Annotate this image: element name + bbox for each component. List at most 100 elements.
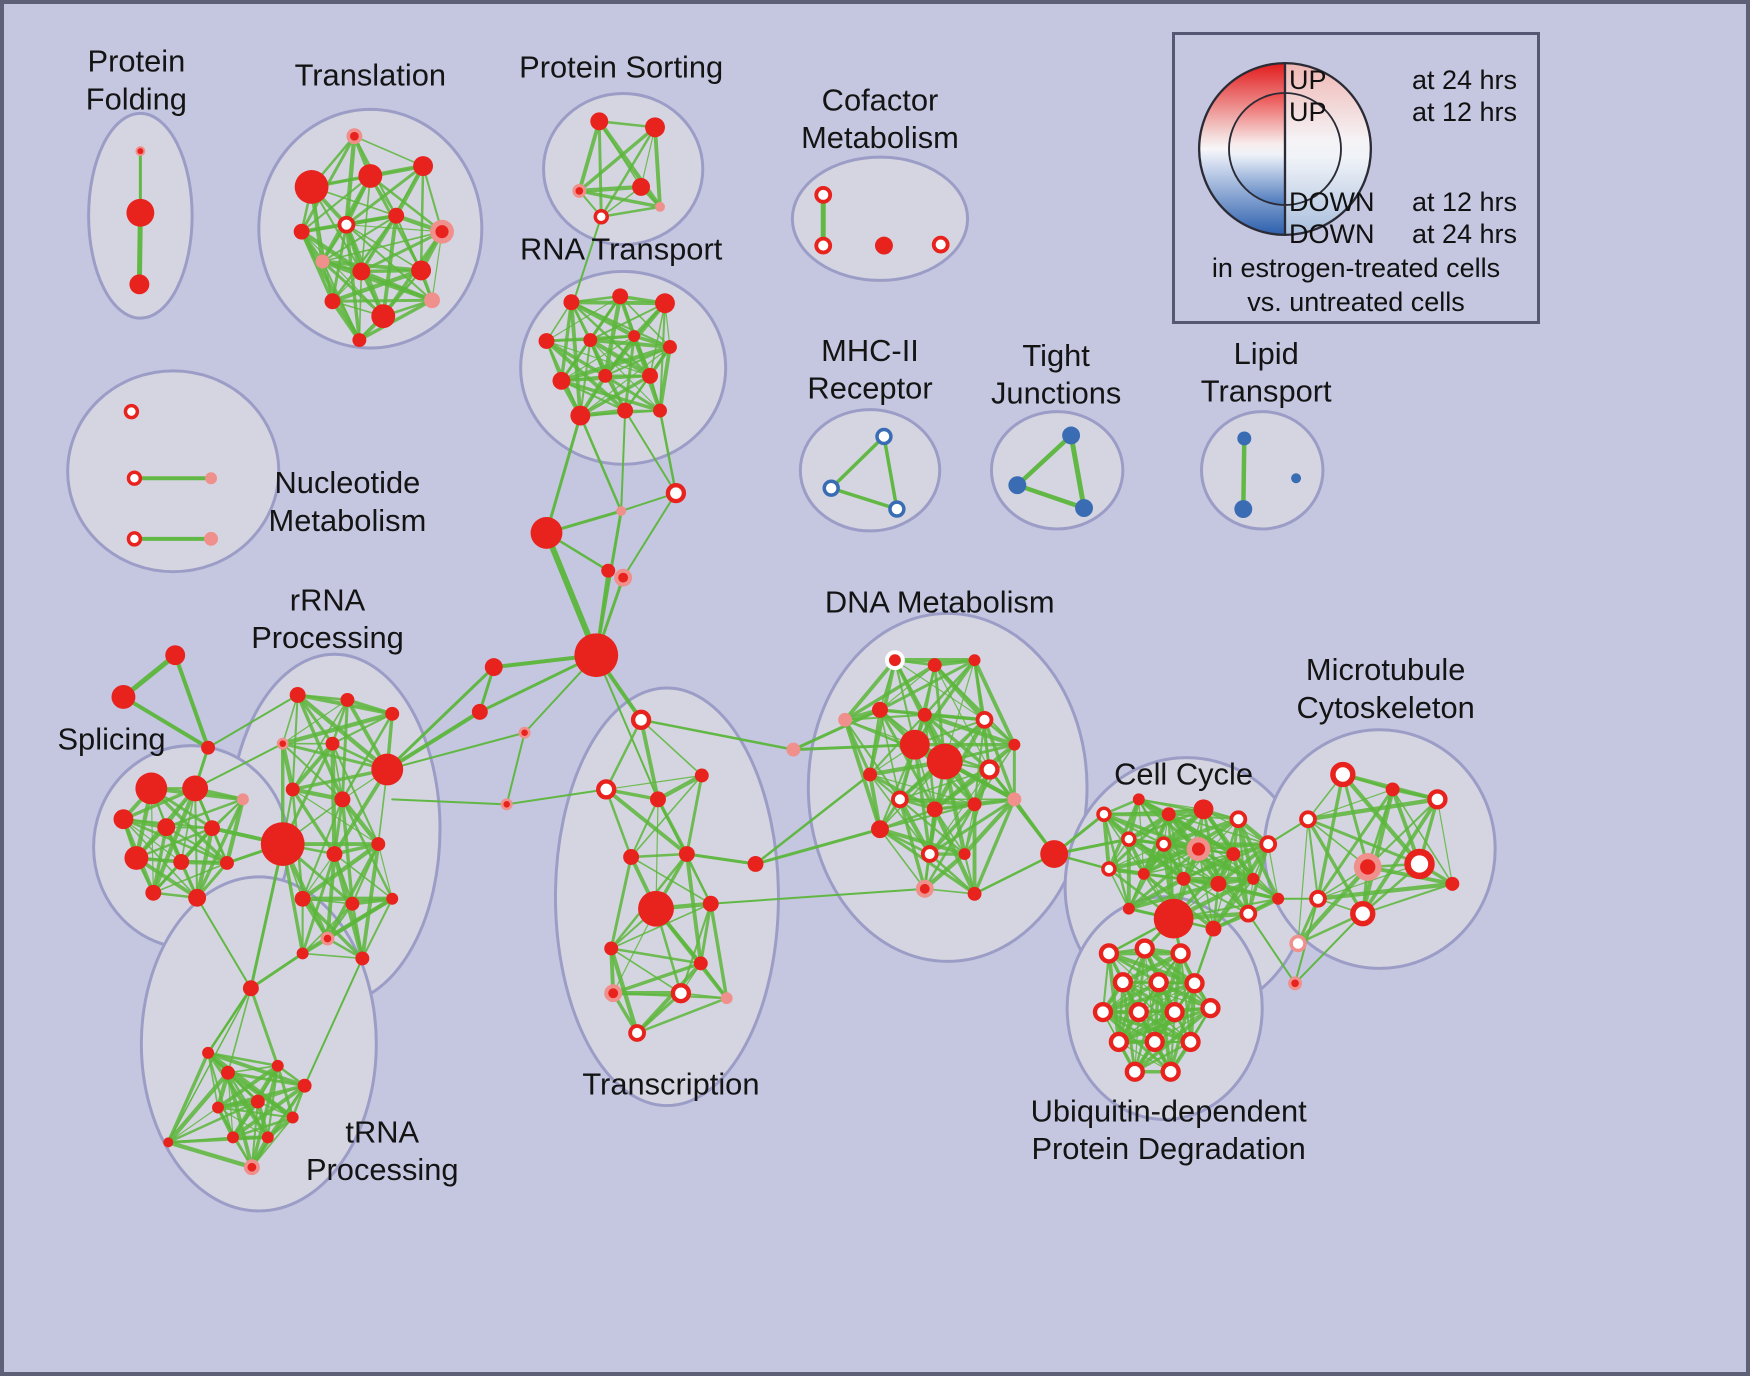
network-node	[1148, 972, 1169, 993]
network-node	[1330, 761, 1356, 788]
network-node	[1350, 901, 1376, 927]
network-node	[655, 201, 665, 212]
network-edge	[1015, 482, 1087, 511]
network-edge	[609, 855, 633, 950]
cluster-label-protein-sorting: Protein Sorting	[519, 50, 723, 85]
network-edge	[121, 786, 197, 821]
network-node	[1234, 500, 1253, 518]
network-node	[205, 472, 218, 485]
network-node	[320, 931, 335, 946]
network-node	[226, 1131, 239, 1144]
network-edge	[224, 797, 246, 866]
network-node	[1128, 1001, 1149, 1023]
network-node	[1353, 853, 1382, 881]
network-edge	[280, 711, 395, 746]
network-node	[1427, 789, 1448, 810]
network-node	[126, 531, 143, 547]
network-edge	[321, 214, 398, 263]
network-edge	[829, 434, 886, 490]
network-edge	[330, 298, 434, 303]
network-edge	[686, 853, 712, 905]
network-node	[574, 633, 619, 678]
network-node	[598, 368, 613, 383]
network-edge	[933, 664, 1016, 746]
network-edge	[1101, 981, 1197, 1014]
network-node	[1098, 943, 1120, 964]
network-node	[926, 743, 963, 780]
network-edge	[344, 222, 362, 342]
network-edge	[685, 773, 704, 856]
network-edge	[572, 221, 601, 304]
network-node	[182, 775, 209, 802]
network-node	[593, 209, 609, 225]
network-edge	[1294, 912, 1364, 985]
network-edge	[357, 298, 434, 342]
network-node	[358, 164, 383, 188]
network-node	[583, 333, 598, 347]
network-node	[1164, 1001, 1185, 1023]
network-edge	[754, 773, 872, 866]
network-edge	[173, 653, 211, 750]
network-node	[188, 888, 207, 907]
network-node	[111, 685, 136, 709]
network-node	[601, 563, 616, 578]
network-node	[297, 1078, 312, 1093]
network-edge	[1127, 807, 1205, 841]
network-node	[1186, 837, 1211, 861]
network-edge	[609, 947, 703, 965]
network-node	[1205, 920, 1222, 937]
network-edge	[321, 230, 443, 263]
network-node	[1309, 889, 1327, 908]
network-node	[920, 845, 939, 863]
network-edge	[250, 1100, 259, 1169]
network-node	[371, 753, 404, 786]
network-edge	[559, 344, 673, 383]
network-node	[662, 340, 677, 354]
network-edge	[868, 708, 882, 776]
network-edge	[207, 987, 252, 1054]
network-node	[1007, 792, 1022, 807]
network-edge	[1366, 798, 1439, 868]
network-edge	[894, 659, 986, 721]
network-node	[1124, 1061, 1145, 1082]
network-edge	[385, 665, 496, 772]
network-node	[604, 984, 623, 1003]
network-edge	[344, 164, 425, 227]
network-edge	[578, 374, 652, 418]
network-node	[822, 479, 840, 497]
network-edge	[699, 962, 728, 1000]
network-edge	[973, 718, 986, 806]
network-edge	[291, 699, 349, 791]
network-node	[1239, 904, 1258, 923]
network-edge	[603, 374, 662, 413]
network-edge	[331, 742, 380, 846]
network-edge	[879, 828, 926, 890]
network-edge	[249, 951, 305, 990]
network-edge	[505, 731, 526, 806]
network-edge	[972, 658, 1017, 747]
network-node	[884, 650, 905, 671]
network-node	[1445, 876, 1460, 891]
network-node	[500, 798, 513, 811]
network-edge	[791, 708, 882, 752]
network-edge	[249, 986, 280, 1068]
network-node	[1184, 973, 1205, 994]
network-edge	[928, 797, 1016, 856]
network-edge	[639, 717, 660, 802]
network-node	[899, 729, 930, 760]
network-node	[145, 884, 162, 901]
network-edge	[290, 787, 345, 802]
network-edge	[227, 1064, 279, 1074]
network-edge	[709, 887, 926, 905]
network-node	[124, 846, 149, 870]
network-edge	[605, 774, 703, 791]
network-node	[126, 470, 143, 486]
cluster-label-translation: Translation	[295, 58, 446, 93]
network-edge	[868, 772, 882, 832]
network-edge	[699, 902, 713, 965]
network-edge	[1182, 842, 1270, 881]
network-edge	[1101, 980, 1161, 1015]
network-edge	[973, 852, 1056, 896]
network-node	[563, 294, 580, 311]
